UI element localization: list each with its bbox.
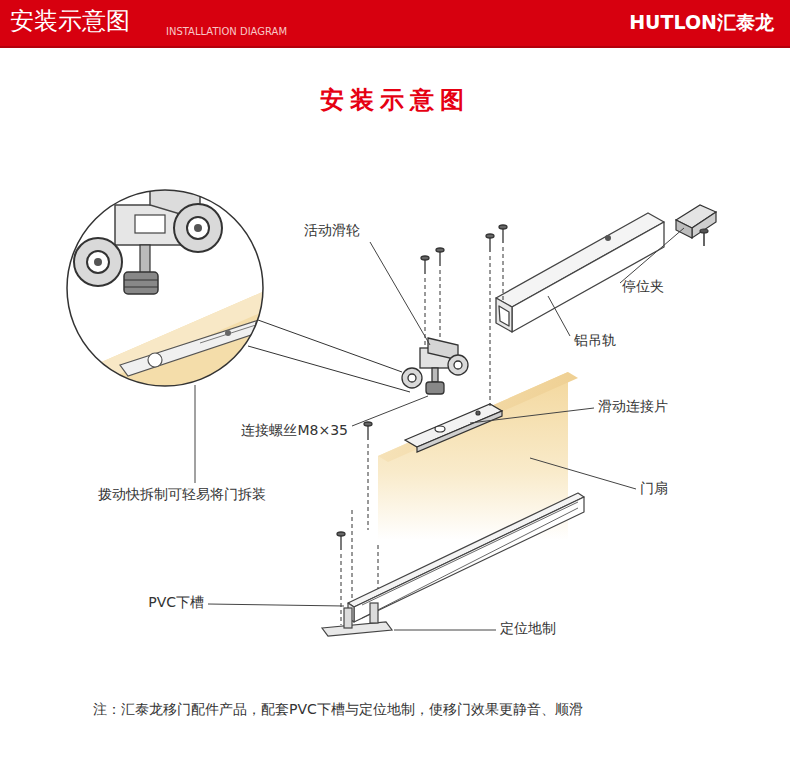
magnifier-leader bbox=[248, 346, 410, 392]
diagram-title: 安装示意图 bbox=[320, 86, 470, 115]
floor-guide bbox=[322, 603, 392, 636]
pvc-channel bbox=[348, 493, 584, 622]
sliding-plate bbox=[405, 404, 502, 452]
part-label: 门扇 bbox=[640, 480, 668, 497]
part-label: 活动滑轮 bbox=[304, 222, 360, 239]
header-rule bbox=[0, 46, 790, 48]
header-subtitle: INSTALLATION DIAGRAM bbox=[166, 26, 287, 38]
aluminium-rail bbox=[496, 213, 664, 332]
part-label: 铝吊轨 bbox=[574, 332, 616, 349]
detail-magnifier bbox=[60, 180, 290, 400]
header-bar bbox=[0, 0, 790, 46]
part-label: PVC下槽 bbox=[148, 594, 204, 611]
header-title: 安装示意图 bbox=[10, 7, 130, 36]
roller bbox=[402, 338, 468, 394]
screws bbox=[337, 225, 507, 625]
magnifier-leader bbox=[258, 320, 402, 372]
part-label: 连接螺丝M8×35 bbox=[241, 422, 348, 439]
part-label: 停位夹 bbox=[622, 278, 664, 295]
brand-name: HUTLON汇泰龙 bbox=[629, 11, 774, 34]
note-label: 拨动快拆制可轻易将门拆装 bbox=[98, 486, 266, 503]
stop-clip bbox=[676, 205, 716, 246]
part-label: 滑动连接片 bbox=[598, 398, 668, 415]
caption: 注：汇泰龙移门配件产品，配套PVC下槽与定位地制，使移门效果更静音、顺滑 bbox=[93, 701, 583, 718]
leader-lines bbox=[195, 228, 684, 630]
part-label: 定位地制 bbox=[500, 620, 556, 637]
